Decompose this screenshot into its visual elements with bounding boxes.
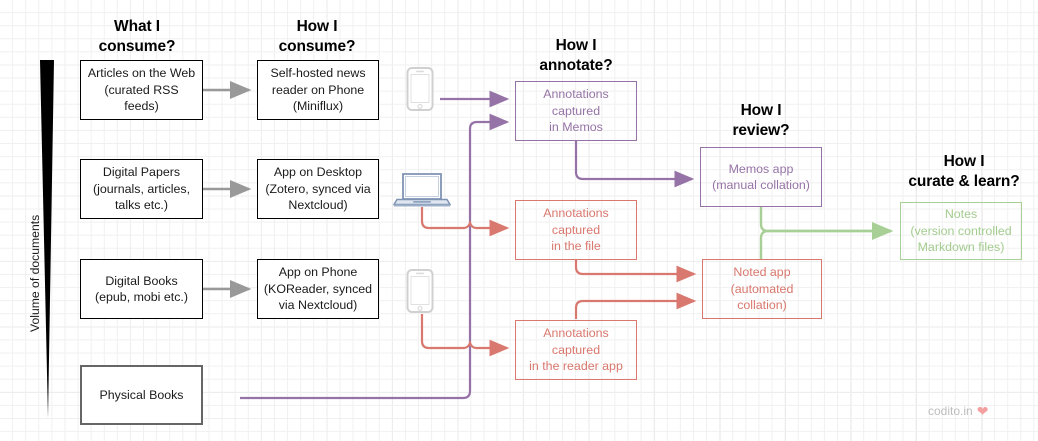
- box-line2: (KOReader, synced: [263, 281, 373, 296]
- box-line2: (epub, mobi etc.): [95, 290, 188, 304]
- box-notes-markdown[interactable]: Notes (version controlled Markdown files…: [900, 202, 1022, 260]
- box-app-on-desktop[interactable]: App on Desktop (Zotero, synced via Nextc…: [257, 159, 379, 219]
- box-line2: reader on Phone: [271, 82, 365, 97]
- header-line1: How I: [943, 153, 985, 170]
- watermark: codito.in ❤: [928, 404, 988, 418]
- arrow-notedapp-to-notes: [759, 229, 891, 259]
- arrow-filenote-to-notedapp: [574, 260, 697, 283]
- box-line1: Digital Papers: [102, 165, 181, 180]
- box-line3: Markdown files): [917, 240, 1005, 255]
- header-how-i-consume: How I consume?: [247, 17, 387, 57]
- arrow-memosnote-to-memosapp: [574, 141, 695, 188]
- box-physical-books[interactable]: Physical Books: [80, 365, 203, 425]
- header-line2: annotate?: [539, 56, 613, 74]
- arrow-phone-to-reader-note: [420, 314, 510, 357]
- box-line1: Annotations captured: [543, 87, 609, 118]
- box-line1: Articles on the Web: [87, 66, 196, 81]
- box-line1: Noted app: [733, 265, 791, 280]
- box-annotations-file[interactable]: Annotations captured in the file: [515, 200, 637, 260]
- header-how-i-annotate: How I annotate?: [506, 36, 646, 76]
- box-line2: (automated collation): [730, 281, 794, 313]
- header-line2: consume?: [278, 37, 356, 55]
- volume-axis-label: Volume of documents: [28, 214, 42, 332]
- box-line2: in the reader app: [529, 359, 623, 374]
- box-line1: Notes: [944, 207, 978, 222]
- box-annotations-reader-app[interactable]: Annotations captured in the reader app: [515, 320, 637, 380]
- box-line2: in the file: [551, 239, 601, 254]
- box-noted-app[interactable]: Noted app (automated collation): [702, 259, 822, 319]
- header-line1: How I: [555, 37, 597, 54]
- arrow-memosapp-to-notes: [759, 206, 894, 241]
- header-how-i-review: How I review?: [691, 101, 831, 141]
- header-line2: review?: [732, 121, 790, 139]
- phone-icon: [405, 268, 435, 319]
- box-line3: talks etc.): [114, 198, 169, 213]
- box-memos-app[interactable]: Memos app (manual collation): [700, 147, 822, 207]
- box-news-reader-phone[interactable]: Self-hosted news reader on Phone (Minifl…: [257, 60, 379, 120]
- box-app-on-phone[interactable]: App on Phone (KOReader, synced via Nextc…: [257, 259, 379, 319]
- box-line1: Annotations captured: [543, 326, 609, 357]
- box-line3: Nextcloud): [288, 198, 348, 213]
- box-line1: Memos app: [728, 161, 794, 176]
- box-line2: (Zotero, synced via: [265, 181, 371, 196]
- box-line2: (curated RSS feeds): [104, 82, 179, 114]
- box-line1: App on Desktop: [273, 165, 363, 180]
- header-line2: consume?: [98, 37, 176, 55]
- header-what-i-consume: What I consume?: [67, 17, 207, 57]
- header-how-i-curate-learn: How I curate & learn?: [890, 152, 1038, 192]
- phone-icon: [405, 66, 435, 117]
- box-line2: (journals, articles,: [92, 181, 191, 196]
- header-line2: curate & learn?: [908, 172, 1020, 190]
- box-annotations-memos[interactable]: Annotations captured in Memos: [515, 81, 637, 141]
- arrow-readernote-to-notedapp: [574, 292, 697, 319]
- heart-icon: ❤: [976, 403, 989, 419]
- box-line2: (version controlled: [910, 223, 1012, 238]
- header-line1: How I: [740, 102, 782, 119]
- watermark-text: codito.in: [928, 404, 973, 418]
- header-line1: How I: [296, 18, 338, 35]
- box-line3: (Miniflux): [292, 99, 344, 114]
- box-digital-books[interactable]: Digital Books (epub, mobi etc.): [80, 259, 203, 319]
- laptop-icon: [392, 170, 452, 215]
- box-articles-web[interactable]: Articles on the Web (curated RSS feeds): [80, 60, 203, 120]
- box-line2: in Memos: [549, 120, 603, 135]
- box-line1: Digital Books: [105, 273, 178, 288]
- box-line3: via Nextcloud): [278, 298, 358, 313]
- box-line1: App on Phone: [278, 265, 358, 280]
- header-line1: What I: [114, 18, 160, 35]
- box-line1: Annotations captured: [543, 206, 609, 237]
- box-line1: Self-hosted news: [270, 66, 366, 81]
- box-line1: Physical Books: [99, 387, 184, 402]
- volume-wedge: [40, 60, 54, 418]
- box-line2: (manual collation): [712, 178, 810, 192]
- box-digital-papers[interactable]: Digital Papers (journals, articles, talk…: [80, 159, 203, 219]
